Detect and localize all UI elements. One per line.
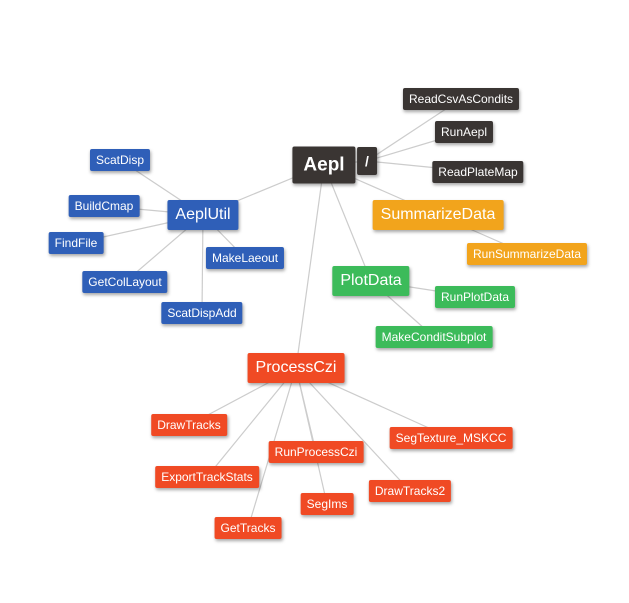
- node-buildcmap[interactable]: BuildCmap: [68, 195, 140, 217]
- node-plotdata[interactable]: PlotData: [332, 266, 410, 296]
- node-aeplutil[interactable]: AeplUtil: [167, 200, 239, 230]
- edge: [295, 367, 328, 505]
- node-runsummarizedata[interactable]: RunSummarizeData: [466, 243, 588, 265]
- node-readplatemap[interactable]: ReadPlateMap: [432, 161, 524, 183]
- node-slash[interactable]: /: [357, 147, 377, 175]
- node-getcollayout[interactable]: GetColLayout: [82, 271, 168, 293]
- edge: [323, 164, 372, 282]
- node-segims[interactable]: SegIms: [300, 493, 354, 515]
- node-readcsvascondits[interactable]: ReadCsvAsCondits: [402, 88, 520, 110]
- node-runprocessczi[interactable]: RunProcessCzi: [268, 441, 364, 463]
- node-scatdispadd[interactable]: ScatDispAdd: [161, 302, 243, 324]
- node-scatdisp[interactable]: ScatDisp: [89, 149, 151, 171]
- edge: [206, 367, 297, 478]
- node-aepl[interactable]: Aepl: [292, 146, 356, 184]
- node-runaepl[interactable]: RunAepl: [434, 121, 494, 143]
- node-runplotdata[interactable]: RunPlotData: [434, 286, 516, 308]
- node-findfile[interactable]: FindFile: [48, 232, 104, 254]
- node-exporttrackstats[interactable]: ExportTrackStats: [155, 466, 259, 488]
- edge: [295, 367, 411, 492]
- edge: [295, 164, 325, 369]
- node-segtexture-mskcc[interactable]: SegTexture_MSKCC: [389, 427, 513, 449]
- node-drawtracks2[interactable]: DrawTracks2: [368, 480, 452, 502]
- node-summarizedata[interactable]: SummarizeData: [372, 200, 504, 230]
- edge: [201, 214, 204, 314]
- node-processczi[interactable]: ProcessCzi: [247, 353, 345, 383]
- node-gettracks[interactable]: GetTracks: [214, 517, 282, 539]
- node-makeconditsubplot[interactable]: MakeConditSubplot: [375, 326, 493, 348]
- node-drawtracks[interactable]: DrawTracks: [151, 414, 227, 436]
- node-makelaeout[interactable]: MakeLaeout: [205, 247, 285, 269]
